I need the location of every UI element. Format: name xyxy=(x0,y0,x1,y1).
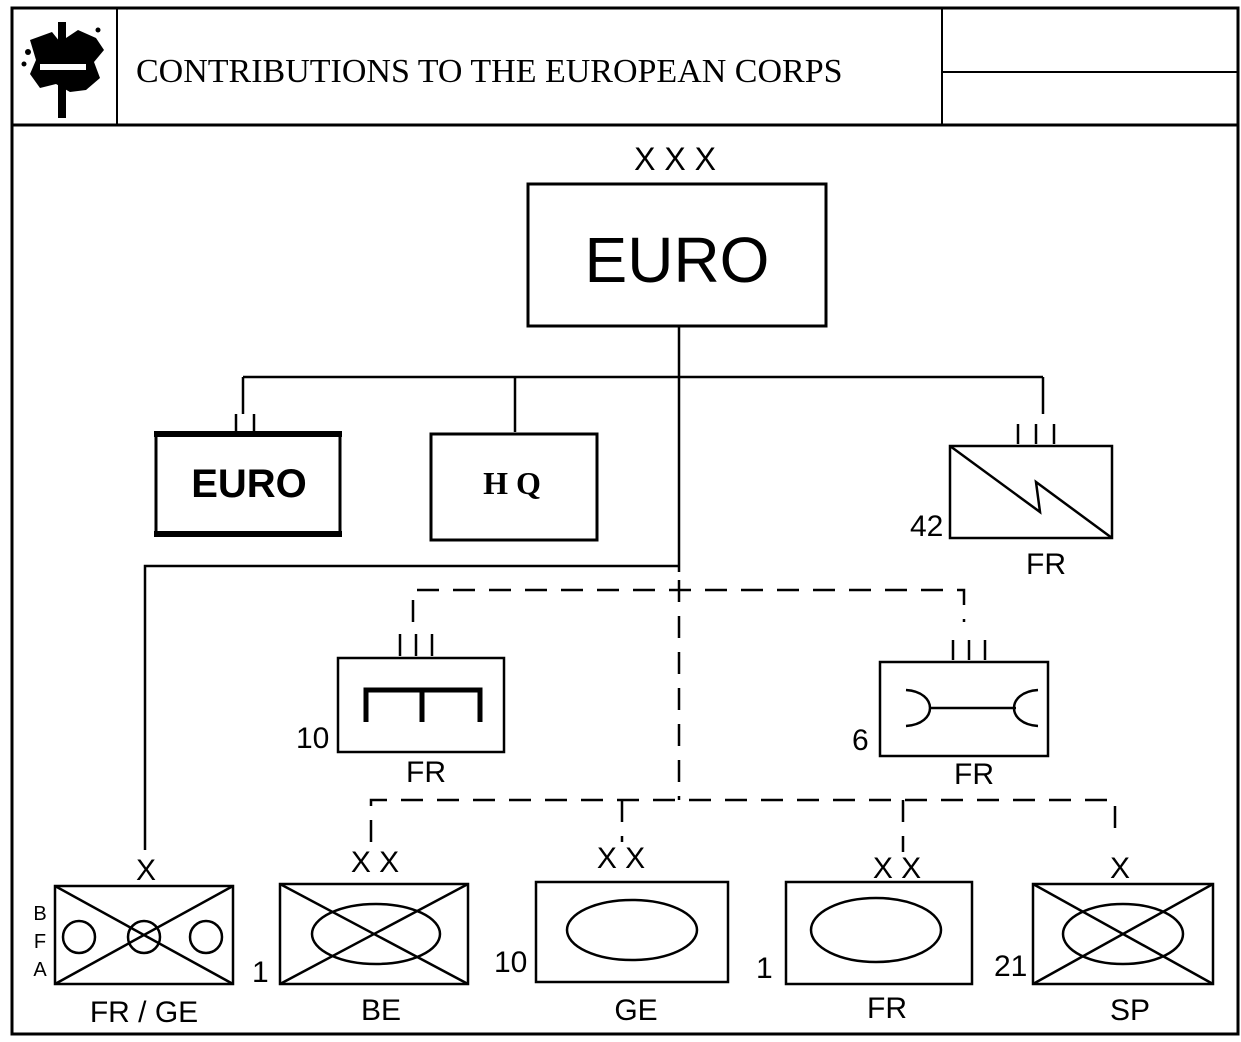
signal-number: 42 xyxy=(910,510,943,543)
fr-ge-country: FR / GE xyxy=(90,996,198,1029)
hq-label: H Q xyxy=(483,465,541,501)
page-title: CONTRIBUTIONS TO THE EUROPEAN CORPS xyxy=(136,53,843,90)
logistics-number: 6 xyxy=(852,724,869,757)
be-echelon: X X xyxy=(351,846,399,879)
side-letter-f: F xyxy=(34,931,46,953)
sp-echelon: X xyxy=(1110,852,1130,885)
corps-box xyxy=(526,182,828,328)
fr-ge-brigade-symbol xyxy=(53,884,235,986)
be-division-symbol xyxy=(278,882,470,986)
dashed-support-lines xyxy=(369,580,1117,852)
corps-echelon: X X X xyxy=(634,141,716,177)
ge-echelon: X X xyxy=(597,842,645,875)
fr-division-symbol xyxy=(784,880,974,986)
ge-country: GE xyxy=(614,994,657,1027)
fr-country: FR xyxy=(867,992,907,1025)
outer-frame xyxy=(10,6,1240,1036)
be-country: BE xyxy=(361,994,401,1027)
sp-country: SP xyxy=(1110,994,1150,1027)
fr-echelon: X X xyxy=(873,852,921,885)
engineer-country: FR xyxy=(406,756,446,789)
signal-icon xyxy=(948,424,1114,540)
ge-number: 10 xyxy=(494,946,527,979)
side-letter-b: B xyxy=(33,903,46,925)
sp-brigade-symbol xyxy=(1031,882,1215,986)
logistics-country: FR xyxy=(954,758,994,791)
euro-hq-label: EURO xyxy=(191,462,307,506)
engineer-icon xyxy=(336,634,506,754)
sp-number: 21 xyxy=(994,950,1027,983)
corps-label: EURO xyxy=(585,224,770,296)
side-letter-a: A xyxy=(33,959,47,981)
logistics-icon xyxy=(878,640,1050,758)
eurocorps-emblem-logo xyxy=(21,22,104,118)
fr-number: 1 xyxy=(756,952,773,985)
brigade-connector-line xyxy=(143,564,679,850)
signal-country: FR xyxy=(1026,548,1066,581)
be-number: 1 xyxy=(252,956,269,989)
fr-ge-echelon: X xyxy=(136,854,156,887)
engineer-number: 10 xyxy=(296,722,329,755)
hq-box xyxy=(429,432,599,542)
ge-division-symbol xyxy=(534,880,730,984)
euro-hq-battalion-symbol xyxy=(154,414,342,537)
